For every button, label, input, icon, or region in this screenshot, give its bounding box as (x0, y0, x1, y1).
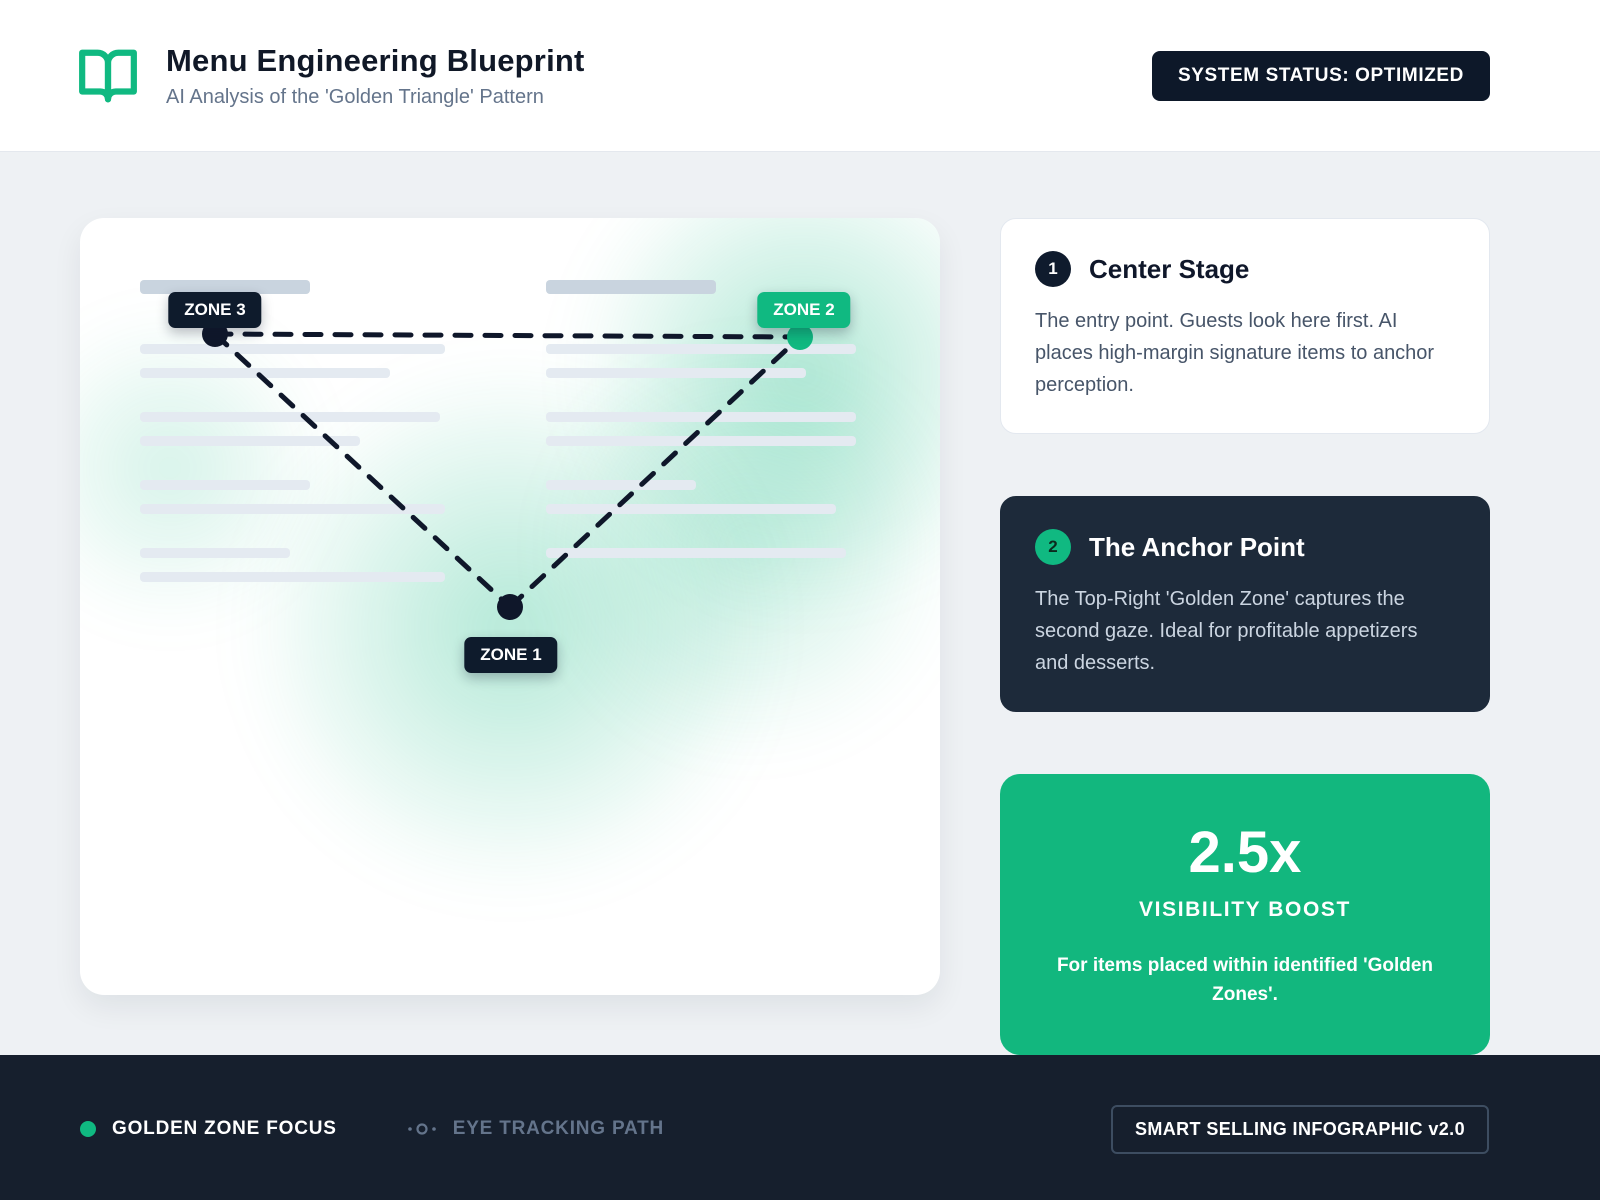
skeleton-bar (546, 436, 856, 446)
skeleton-bar (140, 480, 310, 490)
card-title: Center Stage (1089, 253, 1250, 284)
open-book-icon (76, 45, 140, 107)
boost-label: VISIBILITY BOOST (1139, 898, 1351, 921)
skeleton-bar (546, 504, 836, 514)
card-header: 2 The Anchor Point (1035, 529, 1455, 565)
zone3-label: ZONE 3 (168, 292, 262, 328)
header-titles: Menu Engineering Blueprint AI Analysis o… (166, 43, 585, 109)
info-card-center-stage: 1 Center Stage The entry point. Guests l… (1000, 218, 1490, 434)
skeleton-bar (546, 344, 856, 354)
version-badge: SMART SELLING INFOGRAPHIC v2.0 (1110, 1104, 1489, 1154)
legend-label: GOLDEN ZONE FOCUS (112, 1118, 337, 1139)
skeleton-bar (140, 548, 290, 558)
menu-skeleton-column-right (546, 280, 866, 596)
visibility-boost-card: 2.5x VISIBILITY BOOST For items placed w… (1000, 774, 1490, 1055)
system-status-badge: SYSTEM STATUS: OPTIMIZED (1151, 50, 1490, 101)
step-number-badge: 1 (1035, 251, 1071, 287)
eye-tracking-path-icon (407, 1120, 437, 1138)
page-title: Menu Engineering Blueprint (166, 42, 585, 78)
skeleton-bar (140, 412, 440, 422)
skeleton-bar (546, 368, 806, 378)
card-title: The Anchor Point (1089, 531, 1305, 562)
skeleton-bar (546, 480, 696, 490)
header: Menu Engineering Blueprint AI Analysis o… (0, 0, 1600, 152)
skeleton-bar (546, 412, 856, 422)
footer-legend: GOLDEN ZONE FOCUS EYE TRACKING PATH (80, 1118, 664, 1140)
header-brand: Menu Engineering Blueprint AI Analysis o… (76, 43, 585, 109)
skeleton-bar (140, 436, 360, 446)
skeleton-bar (140, 504, 445, 514)
footer: GOLDEN ZONE FOCUS EYE TRACKING PATH SMAR… (0, 1055, 1600, 1200)
zone1-node (497, 594, 523, 620)
golden-triangle-path (202, 321, 813, 620)
skeleton-bar (546, 548, 846, 558)
zone2-label: ZONE 2 (757, 292, 851, 328)
legend-label: EYE TRACKING PATH (452, 1118, 665, 1139)
boost-value: 2.5x (1188, 820, 1302, 885)
info-card-anchor-point: 2 The Anchor Point The Top-Right 'Golden… (1000, 496, 1490, 712)
skeleton-bar (140, 572, 445, 582)
annotation-column: 1 Center Stage The entry point. Guests l… (1000, 218, 1490, 1055)
menu-skeleton-column-left (140, 280, 460, 596)
card-body: The entry point. Guests look here first.… (1035, 310, 1435, 396)
card-body: The Top-Right 'Golden Zone' captures the… (1035, 588, 1418, 674)
legend-item-golden-zone: GOLDEN ZONE FOCUS (80, 1118, 337, 1140)
skeleton-bar (140, 280, 310, 294)
skeleton-bar (140, 344, 445, 354)
zone1-label: ZONE 1 (464, 637, 558, 673)
card-header: 1 Center Stage (1035, 251, 1455, 287)
page-subtitle: AI Analysis of the 'Golden Triangle' Pat… (166, 85, 544, 108)
step-number-badge: 2 (1035, 529, 1071, 565)
skeleton-bar (546, 280, 716, 294)
zone2-node (787, 324, 813, 350)
golden-zone-dot-icon (80, 1121, 96, 1137)
skeleton-bar (140, 368, 390, 378)
menu-mockup-panel: ZONE 3 ZONE 2 ZONE 1 (80, 218, 940, 995)
main-content: ZONE 3 ZONE 2 ZONE 1 1 Center Stage The … (0, 152, 1600, 1055)
menu-skeleton (140, 280, 866, 596)
boost-caption: For items placed within identified 'Gold… (1056, 955, 1434, 1005)
legend-item-eye-tracking: EYE TRACKING PATH (407, 1118, 664, 1140)
